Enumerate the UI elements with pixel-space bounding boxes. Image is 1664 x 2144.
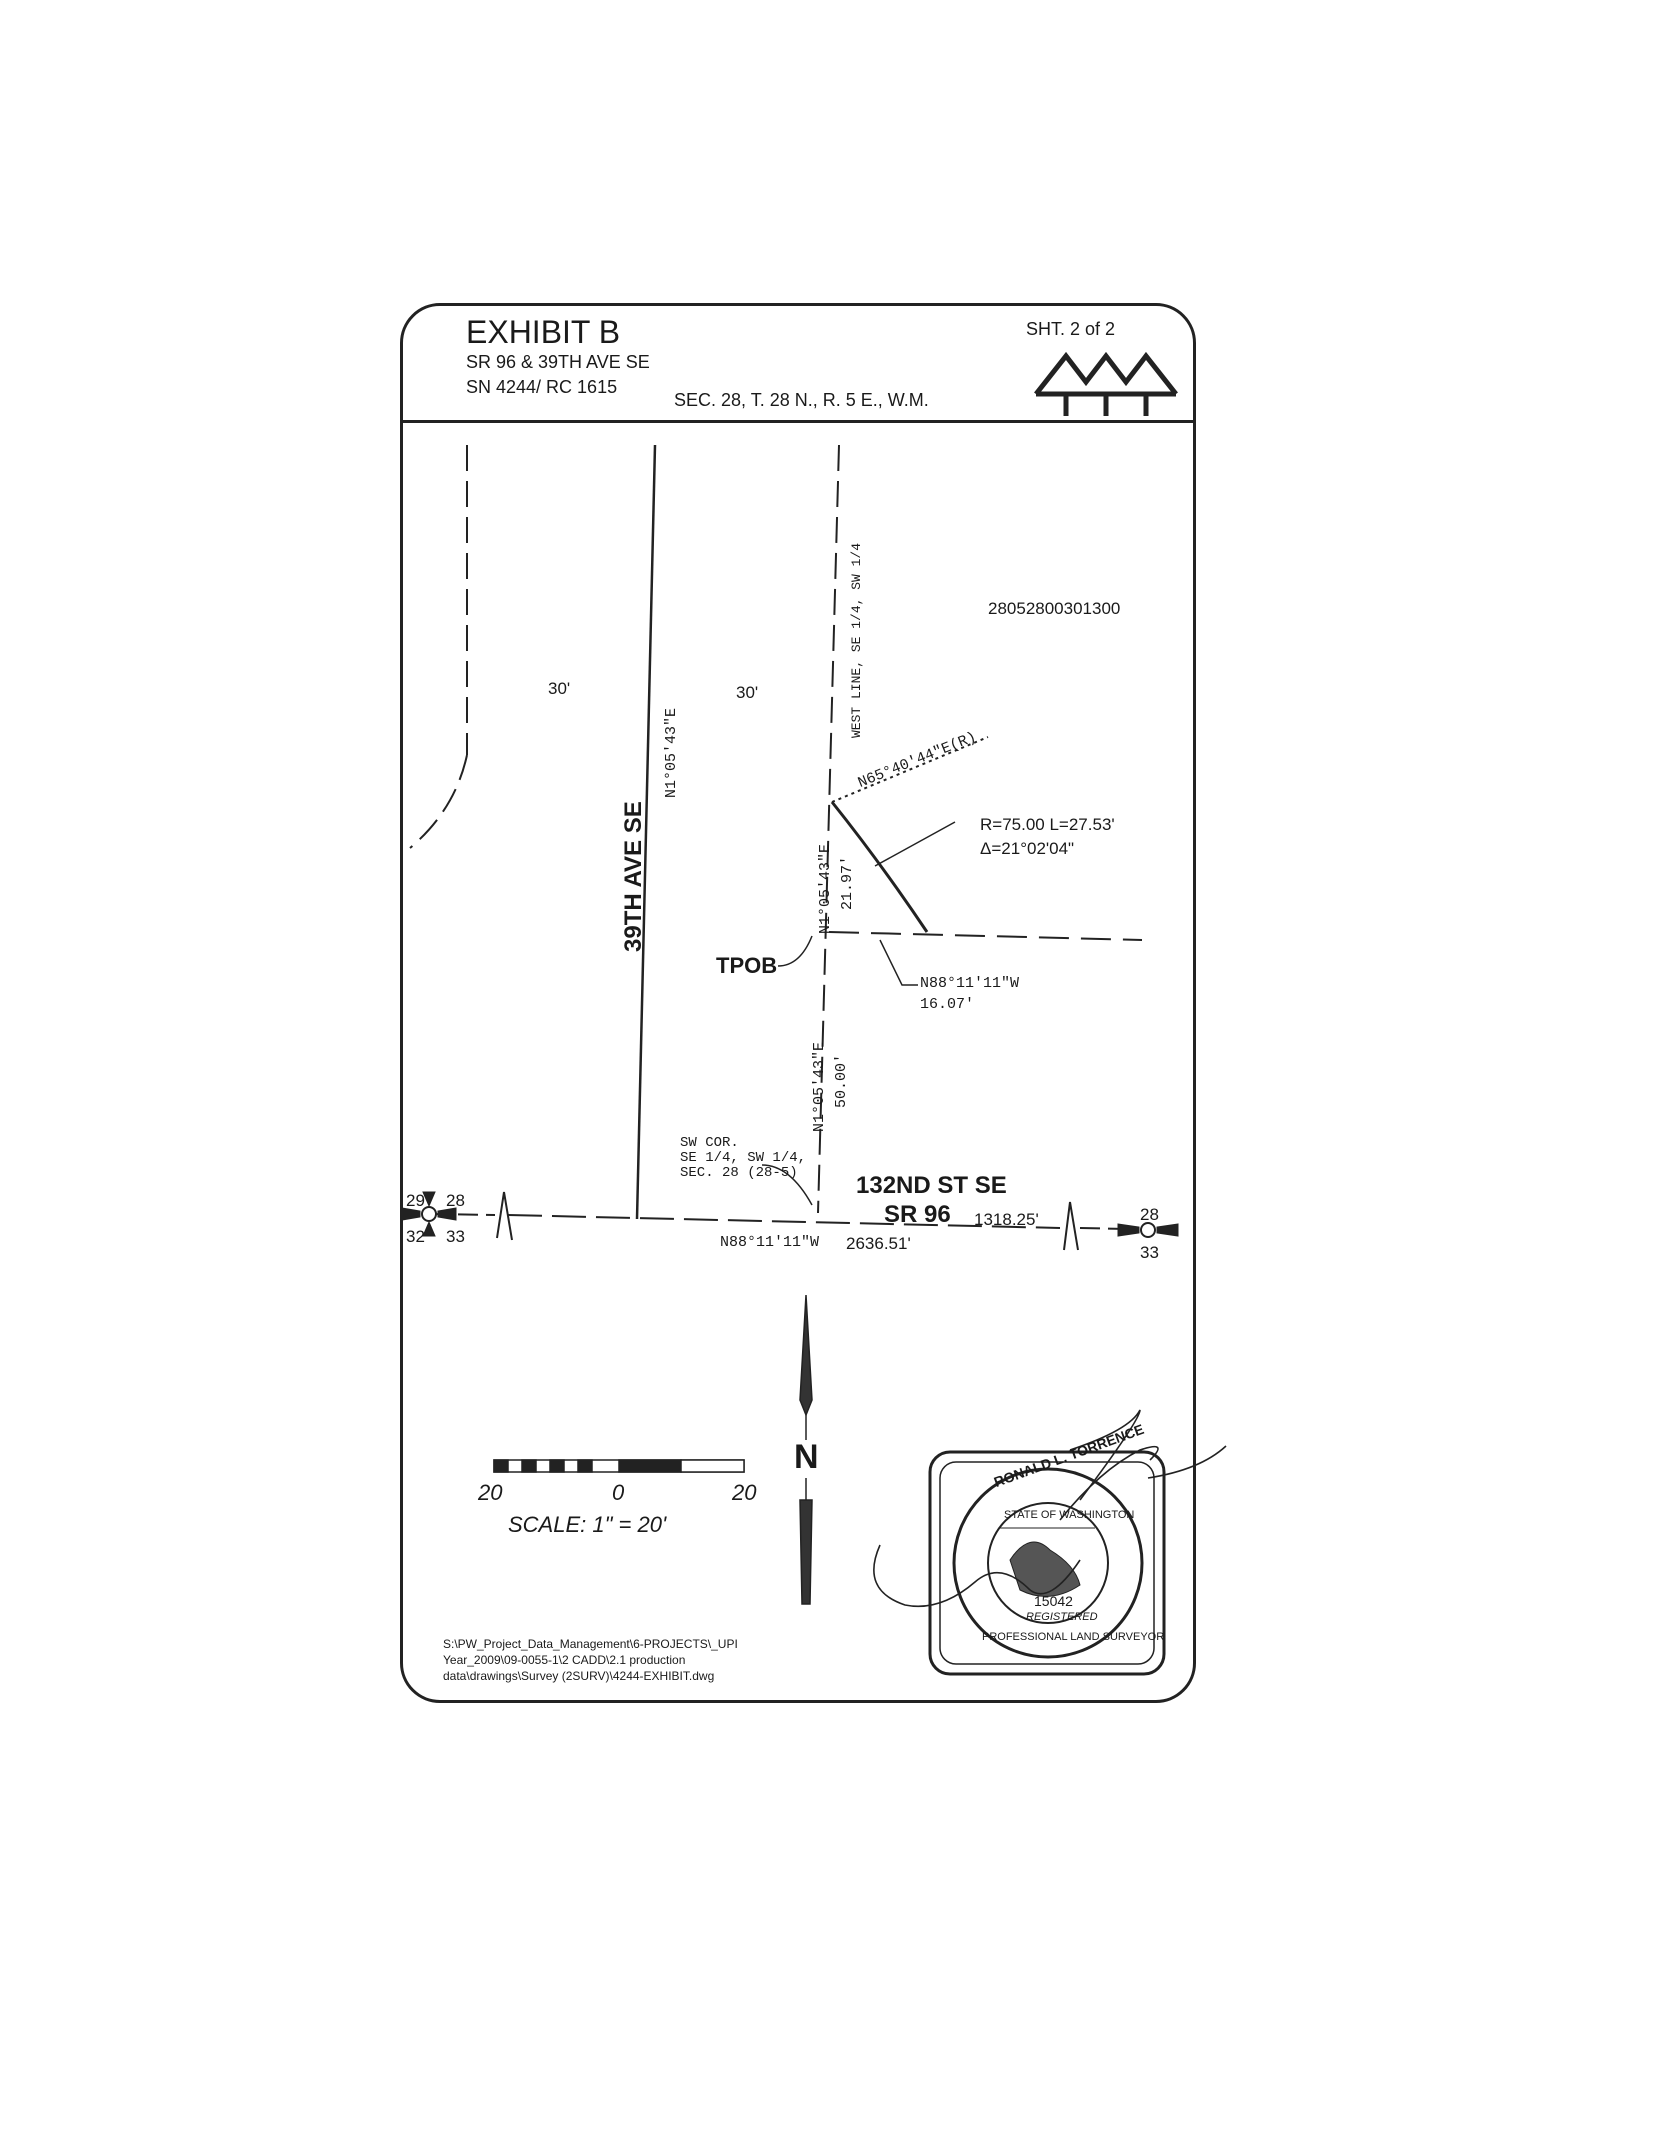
header-divider [400, 420, 1196, 423]
corner-left-32: 32 [406, 1227, 425, 1246]
scale-left-value: 20 [478, 1480, 503, 1505]
west-line-label: WEST LINE, SE 1/4, SW 1/4 [849, 542, 864, 738]
seal-state: STATE OF WASHINGTON [1004, 1509, 1135, 1521]
distance-1318: 1318.25' [974, 1210, 1039, 1229]
curve-radius-length: R=75.00 L=27.53' [980, 815, 1115, 834]
row-curve-left [409, 754, 468, 849]
sw-corner-line-2: SE 1/4, SW 1/4, [680, 1150, 807, 1166]
seal-number: 15042 [1034, 1593, 1073, 1609]
street-label-39th: 39TH AVE SE [620, 801, 647, 952]
corner-right-28: 28 [1140, 1205, 1159, 1224]
corner-left-29: 29 [406, 1191, 425, 1210]
curve-leader [874, 821, 956, 867]
scale-text: SCALE: 1" = 20' [508, 1512, 667, 1537]
row-width-right: 30' [736, 683, 759, 702]
seal-profession: PROFESSIONAL LAND SURVEYOR [982, 1631, 1165, 1643]
scale-right-value: 20 [732, 1480, 757, 1505]
row-width-left: 30' [548, 679, 571, 698]
tpob-leader [777, 935, 813, 967]
signature-icon [873, 1409, 1227, 1608]
scale-bar-icon [493, 1459, 745, 1473]
bearing-39th: N1°05'43"E [663, 707, 680, 798]
bearing-north-boundary: N88°11'11"W [920, 975, 1020, 992]
section-corner-right-icon [1117, 1222, 1179, 1238]
file-path-line-3: data\drawings\Survey (2SURV)\4244-EXHIBI… [443, 1669, 715, 1683]
distance-lower-segment: 50.00' [833, 1053, 850, 1108]
file-path-line-1: S:\PW_Project_Data_Management\6-PROJECTS… [443, 1637, 738, 1651]
centerline-39th [635, 444, 657, 1220]
base-line-132nd [507, 1214, 1061, 1229]
parcel-number: 28052800301300 [988, 599, 1121, 618]
sw-corner-line-1: SW COR. [680, 1135, 739, 1151]
seal-registered: REGISTERED [1026, 1611, 1098, 1623]
corner-right-33: 33 [1140, 1243, 1159, 1262]
header-line-2: SN 4244/ RC 1615 [466, 377, 618, 397]
curve [830, 801, 929, 933]
header-line-1: SR 96 & 39TH AVE SE [466, 352, 650, 372]
scale-mid-value: 0 [612, 1480, 625, 1505]
break-left [496, 1191, 513, 1241]
file-path-line-2: Year_2009\09-0055-1\2 CADD\2.1 productio… [443, 1653, 686, 1667]
north-label: N [794, 1438, 819, 1476]
agency-logo-icon [1034, 351, 1178, 416]
sheet-number: SHT. 2 of 2 [1026, 319, 1116, 339]
nb-leader [879, 939, 918, 986]
radial-line [831, 736, 989, 803]
exhibit-title: EXHIBIT B [466, 314, 621, 350]
section-corner-left-icon [401, 1191, 457, 1237]
corner-left-33: 33 [446, 1227, 465, 1246]
corner-left-28: 28 [446, 1191, 465, 1210]
sw-corner-line-3: SEC. 28 (28-5) [680, 1165, 798, 1181]
north-boundary-line [828, 931, 1143, 941]
bearing-upper-segment: N1°05'43"E [817, 843, 834, 934]
west-line-se-sw [817, 444, 840, 1214]
north-arrow-icon [799, 1294, 813, 1605]
bearing-base-line: N88°11'11"W [720, 1234, 820, 1251]
curve-delta: Δ=21°02'04" [980, 839, 1075, 858]
tpob-label: TPOB [716, 953, 778, 978]
street-label-132nd: 132ND ST SE [856, 1172, 1007, 1199]
distance-upper-segment: 21.97' [839, 855, 856, 910]
section-township-range: SEC. 28, T. 28 N., R. 5 E., W.M. [674, 390, 929, 410]
bearing-lower-segment: N1°05'43"E [811, 1041, 828, 1132]
route-label-sr96: SR 96 [884, 1201, 951, 1228]
swcor-leader [761, 1164, 813, 1206]
sheet-border [400, 303, 1196, 1703]
break-right [1063, 1201, 1079, 1251]
distance-2636: 2636.51' [846, 1234, 911, 1253]
distance-north-boundary: 16.07' [920, 996, 975, 1013]
